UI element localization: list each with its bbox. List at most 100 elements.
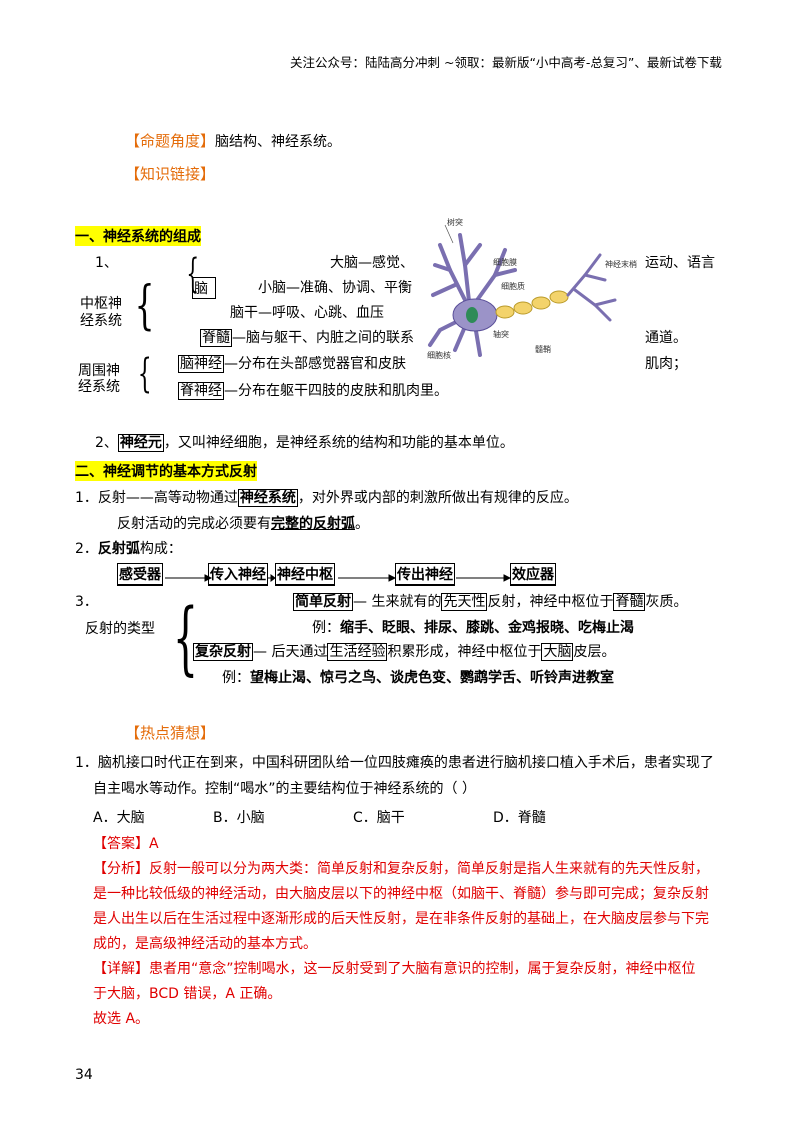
item2-line: 2、神经元，又叫神经细胞，是神经系统的结构和功能的基本单位。 [95, 432, 514, 452]
complex-ex-text: 望梅止渴、惊弓之鸟、谈虎色变、鹦鹉学舌、听铃声进教室 [250, 670, 614, 686]
analysis-line-1: 【分析】反射一般可以分为两大类：简单反射和复杂反射，简单反射是指人生来就有的先天… [93, 858, 709, 878]
reflex-arc-requirement: 反射活动的完成必须要有完整的反射弧。 [117, 513, 369, 533]
cranial-cont: 肌肉； [645, 356, 687, 372]
simple-text-c: 灰质。 [645, 594, 688, 610]
hot-heading: 【热点猜想】 [125, 724, 216, 742]
option-c: C．脑干 [353, 810, 405, 826]
spinal-cord-box: 脊髓 [613, 593, 646, 611]
arc-efferent: 传出神经 [395, 563, 455, 586]
page-number: 34 [75, 1067, 93, 1083]
analysis-label: 【分析】 [93, 861, 149, 877]
p1-text-c: 反射活动的完成必须要有 [117, 516, 271, 532]
question-text-1: 脑机接口时代正在到来，中国科研团队给一位四肢瘫痪的患者进行脑机接口植入手术后，患… [97, 755, 714, 771]
label-nucleus: 细胞核 [427, 350, 451, 360]
neuron-box: 神经元 [117, 434, 164, 452]
p1-number: 1． [75, 490, 98, 506]
arc-receptor: 感受器 [117, 563, 163, 586]
topic-line: 【命题角度】脑结构、神经系统。 [125, 130, 341, 151]
question-line-2: 自主喝水等动作。控制“喝水”的主要结构位于神经系统的（ ） [93, 781, 476, 797]
complete-arc-text: 完整的反射弧 [271, 516, 355, 532]
brainstem-text: 脑干—呼吸、心跳、血压 [230, 305, 384, 321]
complex-examples: 例：望梅止渴、惊弓之鸟、谈虎色变、鹦鹉学舌、听铃声进教室 [222, 667, 614, 687]
cerebrum-cont: 运动、语言 [645, 255, 715, 271]
p1-text-d: 。 [355, 516, 369, 532]
brain-box: 脑 [192, 277, 216, 299]
detail-text-1: 患者用“意念”控制喝水，这一反射受到了大脑有意识的控制，属于复杂反射，神经中枢位 [149, 961, 696, 977]
label-axon: 轴突 [493, 329, 509, 339]
label-cell-membrane: 细胞膜 [493, 257, 517, 267]
question-line-1: 1．脑机接口时代正在到来，中国科研团队给一位四肢瘫痪的患者进行脑机接口植入手术后… [75, 752, 714, 772]
simple-reflex-line: 简单反射— 生来就有的先天性反射，神经中枢位于脊髓灰质。 [293, 591, 687, 611]
section2-title: 二、神经调节的基本方式反射 [75, 461, 257, 481]
conclusion: 故选 A。 [93, 1011, 150, 1027]
simple-examples: 例：缩手、眨眼、排尿、膝跳、金鸡报晓、吃梅止渴 [312, 617, 634, 637]
question-number: 1． [75, 755, 98, 771]
simple-ex-text: 缩手、眨眼、排尿、膝跳、金鸡报晓、吃梅止渴 [340, 620, 634, 636]
complex-text-c: 皮层。 [573, 644, 616, 660]
analysis-line-2: 是一种比较低级的神经活动，由大脑皮层以下的神经中枢（如脑干、脊髓）参与即可完成；… [93, 886, 709, 902]
simple-text-a: — 生来就有的 [353, 594, 442, 610]
topic-label: 【命题角度】 [125, 132, 216, 150]
option-a: A．大脑 [93, 810, 145, 826]
analysis-line-4: 成的，是高级神经活动的基本方式。 [93, 936, 317, 952]
simple-reflex-box: 简单反射 [293, 593, 353, 611]
topic-text: 脑结构、神经系统。 [215, 134, 342, 150]
page-header: 关注公众号：陆陆高分冲刺 ~领取：最新版“小中高考-总复习”、最新试卷下载 [290, 55, 722, 70]
p1-text-b: ，对外界或内部的刺激所做出有规律的反应。 [297, 490, 578, 506]
label-nerve-ending: 神经末梢 [605, 259, 637, 269]
arc-arrows [165, 574, 512, 582]
label-dendrite: 树突 [447, 217, 463, 227]
cerebrum-text: 大脑—感觉、 [330, 255, 414, 271]
reflex-def-line: 1．反射——高等动物通过神经系统，对外界或内部的刺激所做出有规律的反应。 [75, 487, 578, 507]
complex-ex-label: 例： [222, 670, 250, 686]
complex-text-b: 积累形成，神经中枢位于 [387, 644, 542, 660]
brain-brace: { [186, 251, 200, 297]
p2-number: 2． [75, 541, 98, 557]
analysis-text-1: 反射一般可以分为两大类：简单反射和复杂反射，简单反射是指人生来就有的先天性反射， [149, 861, 709, 877]
complex-reflex-box: 复杂反射 [193, 643, 253, 661]
spinal-text: —脑与躯干、内脏之间的联系 [232, 330, 414, 346]
spinal-nerve-line: 脊神经—分布在躯干四肢的皮肤和肌肉里。 [178, 380, 448, 400]
life-experience-box: 生活经验 [327, 643, 388, 661]
arc-afferent: 传入神经 [208, 563, 268, 586]
cerebrum-box: 大脑 [541, 643, 574, 661]
option-d: D．脊髓 [493, 810, 546, 826]
detail-line-1: 【详解】患者用“意念”控制喝水，这一反射受到了大脑有意识的控制，属于复杂反射，神… [93, 958, 696, 978]
neuron-text: ，又叫神经细胞，是神经系统的结构和功能的基本单位。 [163, 435, 514, 451]
innate-box: 先天性 [441, 593, 488, 611]
pns-label-2: 经系统 [78, 379, 120, 395]
cns-label-1: 中枢神 [80, 296, 122, 312]
cerebellum-text: 小脑—准确、协调、平衡 [258, 280, 412, 296]
cns-brace: { [134, 276, 155, 336]
reflex-arc-line: 2．反射弧构成： [75, 538, 182, 558]
p2-text: 构成： [139, 541, 182, 557]
option-b: B．小脑 [213, 810, 265, 826]
label-cytoplasm: 细胞质 [501, 281, 525, 291]
p1-text-a: 反射——高等动物通过 [97, 490, 238, 506]
spinal-cont: 通道。 [645, 330, 687, 346]
reflex-types-label: 反射的类型 [85, 621, 155, 637]
label-myelin: 髓鞘 [535, 344, 551, 354]
pns-label-1: 周围神 [78, 363, 120, 379]
neuron-illustration: 树突 细胞膜 细胞质 神经末梢 细胞核 轴突 髓鞘 [427, 217, 637, 360]
simple-ex-label: 例： [312, 620, 340, 636]
spinal-nerve-text: —分布在躯干四肢的皮肤和肌肉里。 [224, 383, 448, 399]
complex-text-a: — 后天通过 [253, 644, 328, 660]
arc-center: 神经中枢 [275, 563, 335, 586]
knowledge-heading: 【知识链接】 [125, 165, 216, 183]
pns-brace: { [137, 351, 152, 397]
detail-label: 【详解】 [93, 961, 149, 977]
complex-reflex-line: 复杂反射— 后天通过生活经验积累形成，神经中枢位于大脑皮层。 [193, 641, 615, 661]
arc-effector: 效应器 [510, 563, 556, 586]
section1-title: 一、神经系统的组成 [75, 226, 201, 246]
spinal-line: 脊髓—脑与躯干、内脏之间的联系 [200, 327, 414, 347]
types-brace: { [172, 591, 199, 684]
spinal-box: 脊髓 [200, 329, 232, 347]
cranial-line: 脑神经—分布在头部感觉器官和皮肤 [178, 353, 406, 373]
reflex-arc-label: 反射弧 [97, 541, 140, 557]
nervous-system-box: 神经系统 [237, 489, 298, 507]
p3-number: 3． [75, 594, 98, 610]
cranial-text: —分布在头部感觉器官和皮肤 [224, 356, 406, 372]
cranial-box: 脑神经 [178, 355, 224, 373]
cns-label-2: 经系统 [80, 313, 122, 329]
